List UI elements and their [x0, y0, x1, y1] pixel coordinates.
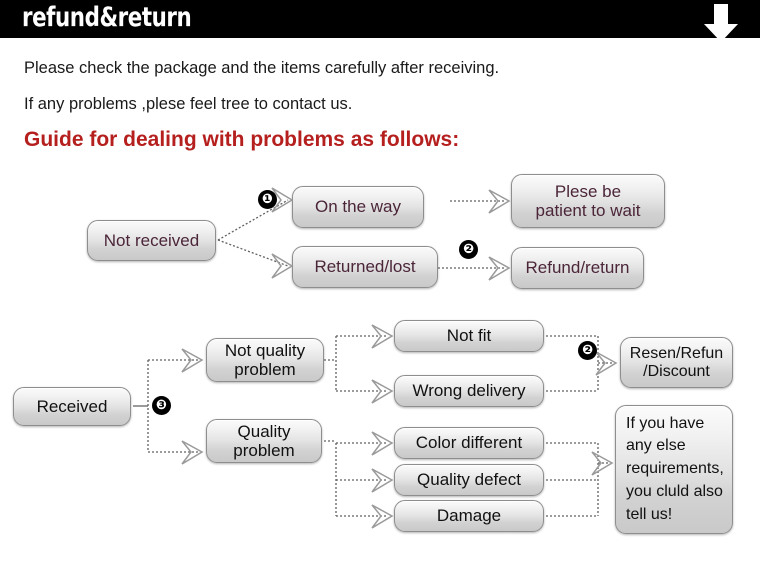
badge-two-top: ❷: [459, 240, 478, 259]
box-not-received[interactable]: Not received: [87, 220, 216, 261]
down-arrow-icon: [704, 4, 738, 42]
guide-heading: Guide for dealing with problems as follo…: [24, 128, 460, 151]
box-received[interactable]: Received: [13, 387, 131, 426]
box-resend-refund-discount-line2: /Discount: [643, 362, 710, 380]
page-title: refund&return: [22, 2, 192, 33]
box-plese-be-patient-line2: patient to wait: [535, 201, 641, 220]
box-other-requirements-line5: tell us!: [626, 505, 673, 523]
badge-three: ❸: [152, 396, 171, 415]
box-not-quality-problem-line2: problem: [234, 360, 296, 379]
box-plese-be-patient[interactable]: Plese be patient to wait: [511, 174, 665, 228]
box-resend-refund-discount[interactable]: Resen/Refun /Discount: [620, 337, 733, 388]
box-not-fit[interactable]: Not fit: [394, 320, 544, 352]
intro-line-1: Please check the package and the items c…: [24, 59, 500, 77]
box-other-requirements-line3: requirements,: [626, 460, 724, 478]
box-damage[interactable]: Damage: [394, 500, 544, 532]
header-bar: [0, 0, 760, 38]
box-on-the-way[interactable]: On the way: [292, 186, 424, 228]
box-other-requirements[interactable]: If you have any else requirements, you c…: [615, 405, 733, 534]
box-other-requirements-line2: any else: [626, 437, 686, 455]
badge-one: ❶: [258, 190, 277, 209]
badge-two-bottom: ❷: [578, 341, 597, 360]
box-returned-lost[interactable]: Returned/lost: [292, 246, 438, 288]
box-other-requirements-line1: If you have: [626, 414, 705, 432]
box-quality-defect[interactable]: Quality defect: [394, 464, 544, 496]
box-quality-problem-line1: Quality: [237, 421, 291, 441]
box-quality-problem-line2: problem: [233, 441, 295, 460]
box-refund-return[interactable]: Refund/return: [511, 247, 644, 289]
box-not-quality-problem[interactable]: Not quality problem: [206, 338, 324, 382]
box-wrong-delivery[interactable]: Wrong delivery: [394, 375, 544, 407]
intro-line-2: If any problems ,plese feel tree to cont…: [24, 95, 353, 113]
box-plese-be-patient-line1: Plese be: [554, 181, 622, 201]
box-color-different[interactable]: Color different: [394, 427, 544, 459]
box-not-quality-problem-line1: Not quality: [224, 340, 306, 360]
box-other-requirements-line4: you cluld also: [626, 482, 723, 500]
box-resend-refund-discount-line1: Resen/Refun: [629, 344, 724, 362]
box-quality-problem[interactable]: Quality problem: [206, 419, 322, 463]
